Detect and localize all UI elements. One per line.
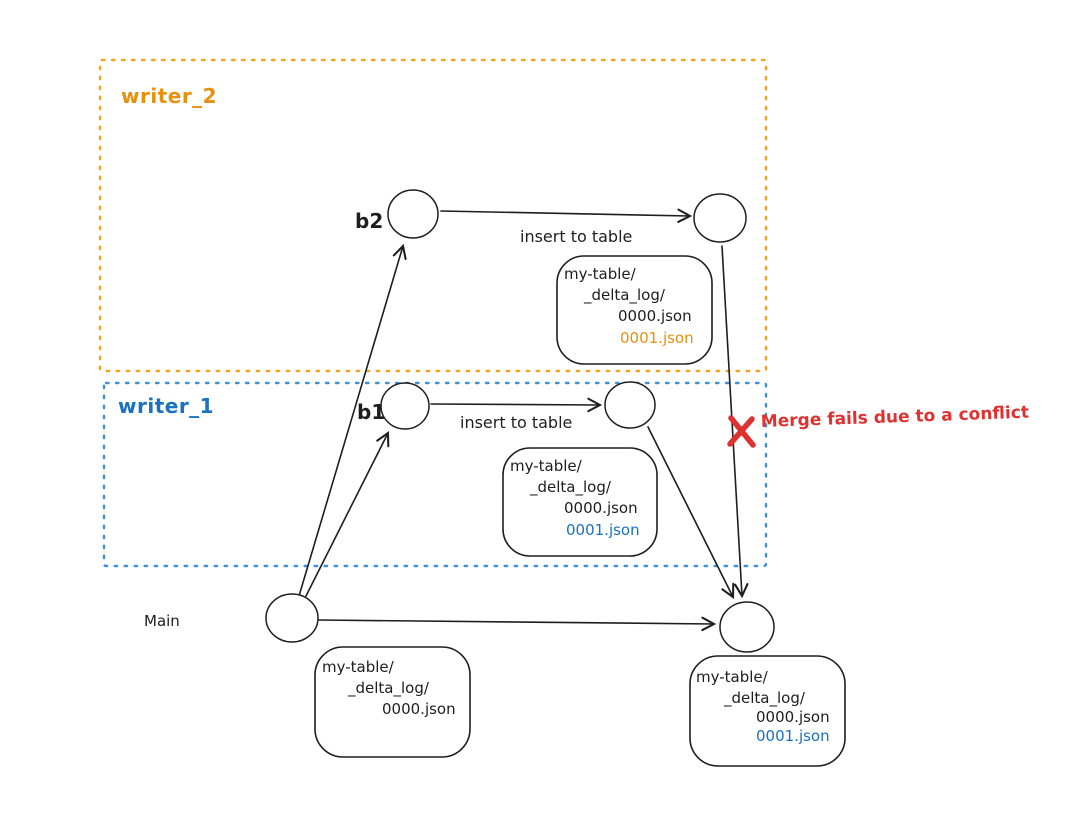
file-box-writer1-rect: [502, 447, 658, 557]
edge-main-to-b1: [305, 431, 390, 597]
commit-node-main-start: [265, 593, 319, 643]
commit-node-b1-insert: [604, 381, 656, 429]
file-box-main-rect: [314, 646, 471, 758]
file-line: _delta_log/: [583, 286, 666, 305]
file-line: _delta_log/: [347, 679, 430, 698]
commit-node-b1-start: [380, 382, 430, 430]
branch-label-b2: b2: [355, 209, 383, 233]
file-line: 0000.json: [756, 708, 830, 726]
file-line: my-table/: [696, 668, 769, 686]
commit-node-b2-insert: [693, 193, 747, 243]
writer1-lane: [102, 381, 768, 568]
file-box-writer2: my-table/ _delta_log/ 0000.json 0001.jso…: [556, 255, 713, 365]
file-line-highlight: 0001.json: [566, 521, 640, 539]
edge-writer2-insert: [440, 208, 693, 223]
file-line: 0000.json: [564, 499, 638, 517]
edge-writer1-merge: [647, 426, 735, 599]
writer2-insert-label: insert to table: [520, 227, 632, 246]
edge-main-to-merge: [318, 616, 717, 632]
commit-node-merge: [719, 601, 775, 653]
edge-writer1-insert: [430, 397, 603, 413]
main-branch-label: Main: [144, 612, 180, 630]
file-line: my-table/: [322, 658, 395, 676]
file-box-merged-rect: [689, 655, 846, 767]
conflict-note: Merge fails due to a conflict: [760, 403, 1029, 432]
file-box-writer2-rect: [556, 255, 713, 365]
branch-label-b1: b1: [357, 400, 385, 424]
file-line: my-table/: [510, 457, 583, 475]
writer1-insert-label: insert to table: [460, 413, 572, 432]
commit-node-b2-start: [387, 189, 439, 239]
writer1-lane-label: writer_1: [118, 394, 214, 418]
file-line-highlight: 0001.json: [620, 329, 694, 347]
file-line: _delta_log/: [723, 689, 806, 708]
file-box-writer1: my-table/ _delta_log/ 0000.json 0001.jso…: [502, 447, 658, 557]
file-box-merged: my-table/ _delta_log/ 0000.json 0001.jso…: [689, 655, 846, 767]
file-line: 0000.json: [618, 307, 692, 325]
file-line-highlight: 0001.json: [756, 727, 830, 745]
writer2-lane-label: writer_2: [121, 84, 217, 108]
file-line: my-table/: [564, 265, 637, 283]
edge-main-to-b2: [298, 243, 407, 597]
file-line: _delta_log/: [529, 478, 612, 497]
conflict-x-icon: [727, 415, 756, 448]
file-line: 0000.json: [382, 700, 456, 718]
file-box-main: my-table/ _delta_log/ 0000.json: [314, 646, 471, 758]
writer2-lane: [98, 58, 768, 373]
